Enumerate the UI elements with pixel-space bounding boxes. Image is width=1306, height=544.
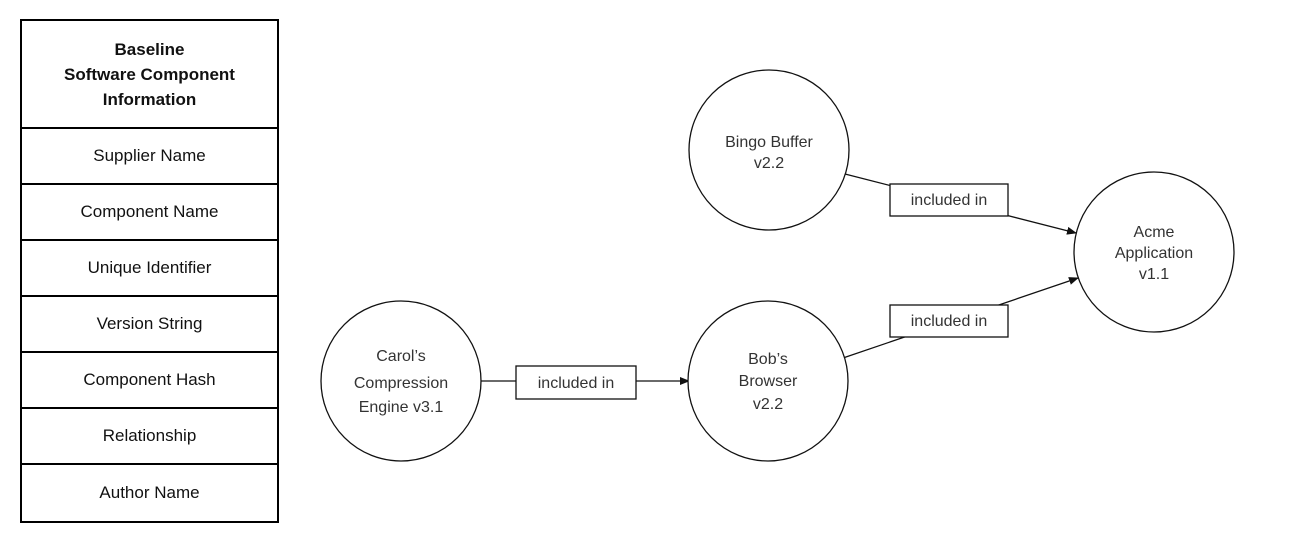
table-row-component-hash: Component Hash [22,353,277,409]
edge-label-text: included in [538,375,615,392]
node-label-line: Engine v3.1 [359,399,444,416]
edge-label-bingo-acme: included in [889,183,1009,217]
table-row-relationship: Relationship [22,409,277,465]
node-label-line: Bingo Buffer [725,134,813,151]
node-label-line: v2.2 [754,155,784,172]
table-header-line-1: Baseline [114,39,185,59]
edge-label-carol-bob: included in [515,365,637,400]
node-bingo-buffer: Bingo Buffer v2.2 [688,69,850,231]
table-row-unique-identifier: Unique Identifier [22,241,277,297]
node-label-line: Application [1115,245,1193,262]
table-row-version-string: Version String [22,297,277,353]
table-row-component-name: Component Name [22,185,277,241]
edge-label-bob-acme: included in [889,304,1009,338]
table-row-author-name: Author Name [99,483,200,502]
node-label-line: v2.2 [753,396,783,413]
node-label-line: Bob’s [748,351,788,368]
table-header: Baseline Software Component Information [22,21,277,129]
baseline-info-table: Baseline Software Component Information … [20,19,279,523]
node-label-line: Browser [739,373,798,390]
node-label-line: Acme [1134,224,1175,241]
node-carols-compression-engine: Carol’s Compression Engine v3.1 [320,300,482,462]
edge-label-text: included in [911,192,988,209]
node-label-line: Compression [354,375,448,392]
node-bobs-browser: Bob’s Browser v2.2 [687,300,849,462]
node-acme-application: Acme Application v1.1 [1073,171,1235,333]
table-row-supplier-name: Supplier Name [22,129,277,185]
node-label-line: Carol’s [376,348,426,365]
node-label-line: v1.1 [1139,266,1169,283]
table-header-line-3: Information [102,89,197,109]
edge-label-text: included in [911,313,988,330]
table-header-line-2: Software Component [64,64,235,84]
